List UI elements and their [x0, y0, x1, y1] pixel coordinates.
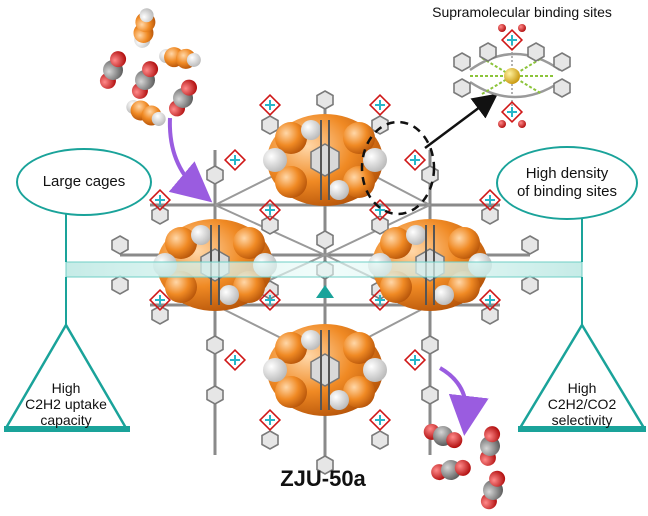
uptake-line1: High: [51, 380, 81, 396]
selectivity-line3: selectivity: [551, 412, 613, 428]
large-cages-label: Large cages: [42, 173, 126, 190]
binding-sites-line2: of binding sites: [516, 183, 618, 200]
incoming-gas-molecules: [99, 8, 201, 126]
binding-site-structure: [453, 24, 571, 128]
outflow-arrow: [438, 366, 489, 436]
binding-sites-oval: High density of binding sites: [496, 146, 638, 220]
selectivity-label: High C2H2/CO2 selectivity: [526, 380, 638, 428]
uptake-capacity-label: High C2H2 uptake capacity: [10, 380, 122, 428]
uptake-line3: capacity: [40, 412, 92, 428]
binding-site-highlight: [360, 120, 436, 216]
zoom-arrow: [424, 93, 499, 150]
selectivity-line1: High: [567, 380, 597, 396]
right-scale-pan: [517, 210, 647, 432]
balance-beam: [65, 261, 583, 278]
binding-sites-line1: High density: [525, 165, 609, 182]
material-name: ZJU-50a: [280, 466, 366, 491]
balance-fulcrum: [316, 285, 334, 298]
large-cages-oval: Large cages: [16, 148, 152, 216]
cage-bottom: [262, 323, 388, 417]
left-scale-pan: [3, 180, 130, 432]
inflow-arrow: [167, 117, 213, 203]
selectivity-line2: C2H2/CO2: [547, 396, 617, 412]
uptake-line2: C2H2 uptake: [25, 396, 107, 412]
outgoing-co2-molecules: [423, 423, 506, 510]
binding-sites-title: Supramolecular binding sites: [432, 4, 612, 20]
